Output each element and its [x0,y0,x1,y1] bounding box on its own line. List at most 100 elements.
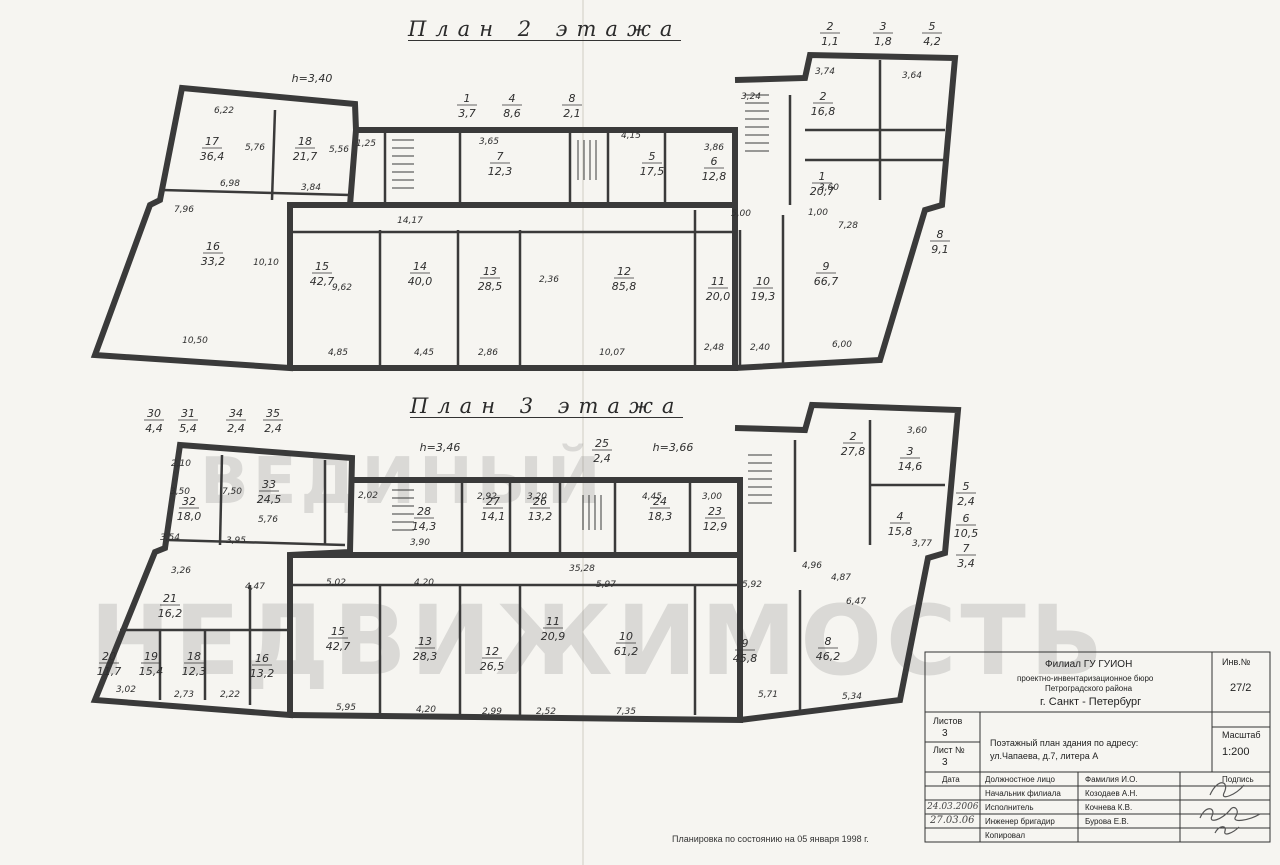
floor3-room-18-area: 12,3 [182,665,207,678]
floor3-dimension: 35,28 [569,564,595,574]
floor3-dimension: 5,92 [742,580,762,590]
floor2-room-2-area: 16,8 [811,105,836,118]
floor3-room-3-number: 3 [907,445,914,458]
floor2-dimension: 1,00 [808,208,828,218]
floor3-dimension: 5,02 [326,578,346,588]
floor2-dimension: 3,65 [479,137,499,147]
floor3-ref-34-2-area: 2,4 [227,422,245,435]
floor3-side-ref-7-area: 3,4 [957,557,975,570]
floor2-dimension: 10,50 [182,336,208,346]
floor2-room-7-number: 7 [497,150,504,163]
title-block-frame [924,651,1271,843]
floor2-dimension: 2,40 [750,343,770,353]
floor2-dimension: 10,07 [599,348,625,358]
floor2-room-17-number: 17 [205,135,219,148]
floor3-room-24-number: 24 [653,495,667,508]
floor3-room-20-area: 11,7 [97,665,122,678]
floor3-dimension: 2,10 [171,459,191,469]
floor2-room-2-number: 2 [820,90,827,103]
description-line1: Поэтажный план здания по адресу: [990,738,1139,748]
floor3-ref-25-4-area: 2,4 [593,452,611,465]
org-city: г. Санкт - Петербург [1040,696,1142,708]
floor3-room-10-number: 10 [619,630,633,643]
floor3-dimension: 7,35 [616,707,636,717]
org-district: Петроградского района [1045,684,1133,693]
floor3-dimension: 2,02 [358,491,378,501]
floor2-dimension: 3,24 [741,92,761,102]
floor3-dimension: 3,77 [912,539,932,549]
floor2-room-14-number: 14 [413,260,427,273]
floor3-ref-31-1-number: 31 [181,407,195,420]
floor2-dimension: 6,98 [220,179,240,189]
floor3-room-10-area: 61,2 [614,645,639,658]
floor2-ref-1-0-number: 1 [464,92,471,105]
floor3-room-27-area: 14,1 [481,510,506,523]
floor3-room-27-number: 27 [486,495,500,508]
floor2-dimension: 4,85 [328,348,348,358]
floor3-side-ref-6-area: 10,5 [954,527,979,540]
floor3-room-19-area: 15,4 [139,665,164,678]
floor2-ref-8-2-number: 8 [569,92,576,105]
floor2-room-18-number: 18 [298,135,312,148]
floor3-dimension: 2,52 [536,707,556,717]
row1-name: Козодаев А.Н. [1085,789,1138,798]
floor2-left-block-outline [90,84,360,372]
description-line2: ул.Чапаева, д.7, литера А [990,751,1099,761]
floor3-room-15-area: 42,7 [326,640,351,653]
floor2-ceiling-height: h=3,40 [292,72,333,85]
floor3-dimension: 7,50 [222,487,242,497]
floor3-staircase-hatch [392,454,772,531]
watermark-line2: НЕДВИЖИМОСТЬ [90,585,1108,697]
floor3-dimension: 5,97 [596,580,616,590]
floor3-right-block-outline [734,401,962,723]
org-name: Филиал ГУ ГУИОН [1045,659,1133,670]
floor2-room-15-number: 15 [315,260,329,273]
floor2-room-5-number: 5 [649,150,656,163]
floor3-room-2-number: 2 [850,430,857,443]
floor2-dimension: 6,00 [832,340,852,350]
sheets-value: 3 [942,728,948,739]
floor2-room-9-number: 9 [823,260,830,273]
header-signature: Подпись [1222,775,1254,784]
floor2-room-16-number: 16 [206,240,220,253]
floor3-dimension: 5,34 [842,692,862,702]
signature-marks [1199,782,1261,835]
floor3-side-ref-6-number: 6 [963,512,970,525]
floor3-side-ref-5-area: 2,4 [957,495,975,508]
floor3-left-block-outline [90,441,356,719]
floor3-room-8-area: 46,2 [816,650,841,663]
floor3-room-33-number: 33 [262,478,276,491]
sheet-number-label: Лист № [933,745,965,755]
floor2-dimension: 6,22 [214,106,234,116]
floor2-side-ref-number: 8 [937,228,944,241]
floor2-dimension: 3,74 [815,67,835,77]
inventory-value: 27/2 [1230,682,1252,694]
floor3-dimension: 4,20 [414,578,434,588]
floor3-room-26-area: 13,2 [528,510,553,523]
floor2-dimension: 2,48 [704,343,724,353]
floor3-dimension: 2,73 [174,690,194,700]
floor3-dimension: 3,02 [116,685,136,695]
floor3-room-28-number: 28 [417,505,431,518]
floor3-room-21-area: 16,2 [158,607,183,620]
floor3-center-outline [289,552,743,724]
floor3-dimension: 5,76 [258,515,278,525]
floor2-ref-5-5-area: 4,2 [923,35,941,48]
floor3-ceiling-height-2: h=3,66 [653,441,694,454]
floor3-room-16-number: 16 [255,652,269,665]
scale-value: 1:200 [1222,746,1250,758]
floor2-dimension: 10,10 [253,258,279,268]
floor3-dimension: 3,26 [171,566,191,576]
floor2-room-1-number: 1 [819,170,826,183]
floor3-dimension: 3,60 [907,426,927,436]
floor2-dimension: 2,36 [539,275,559,285]
floor3-room-15-number: 15 [331,625,345,638]
floor3-room-26-number: 26 [533,495,547,508]
row3-date: 27.03.06 [930,815,975,826]
floor3-dimension: 3,54 [160,533,180,543]
floor2-dimension: 3,84 [301,183,321,193]
floor3-dimension: 3,90 [410,538,430,548]
floor2-ref-3-4-area: 1,8 [874,35,892,48]
floor2-right-block-outline [734,51,959,371]
